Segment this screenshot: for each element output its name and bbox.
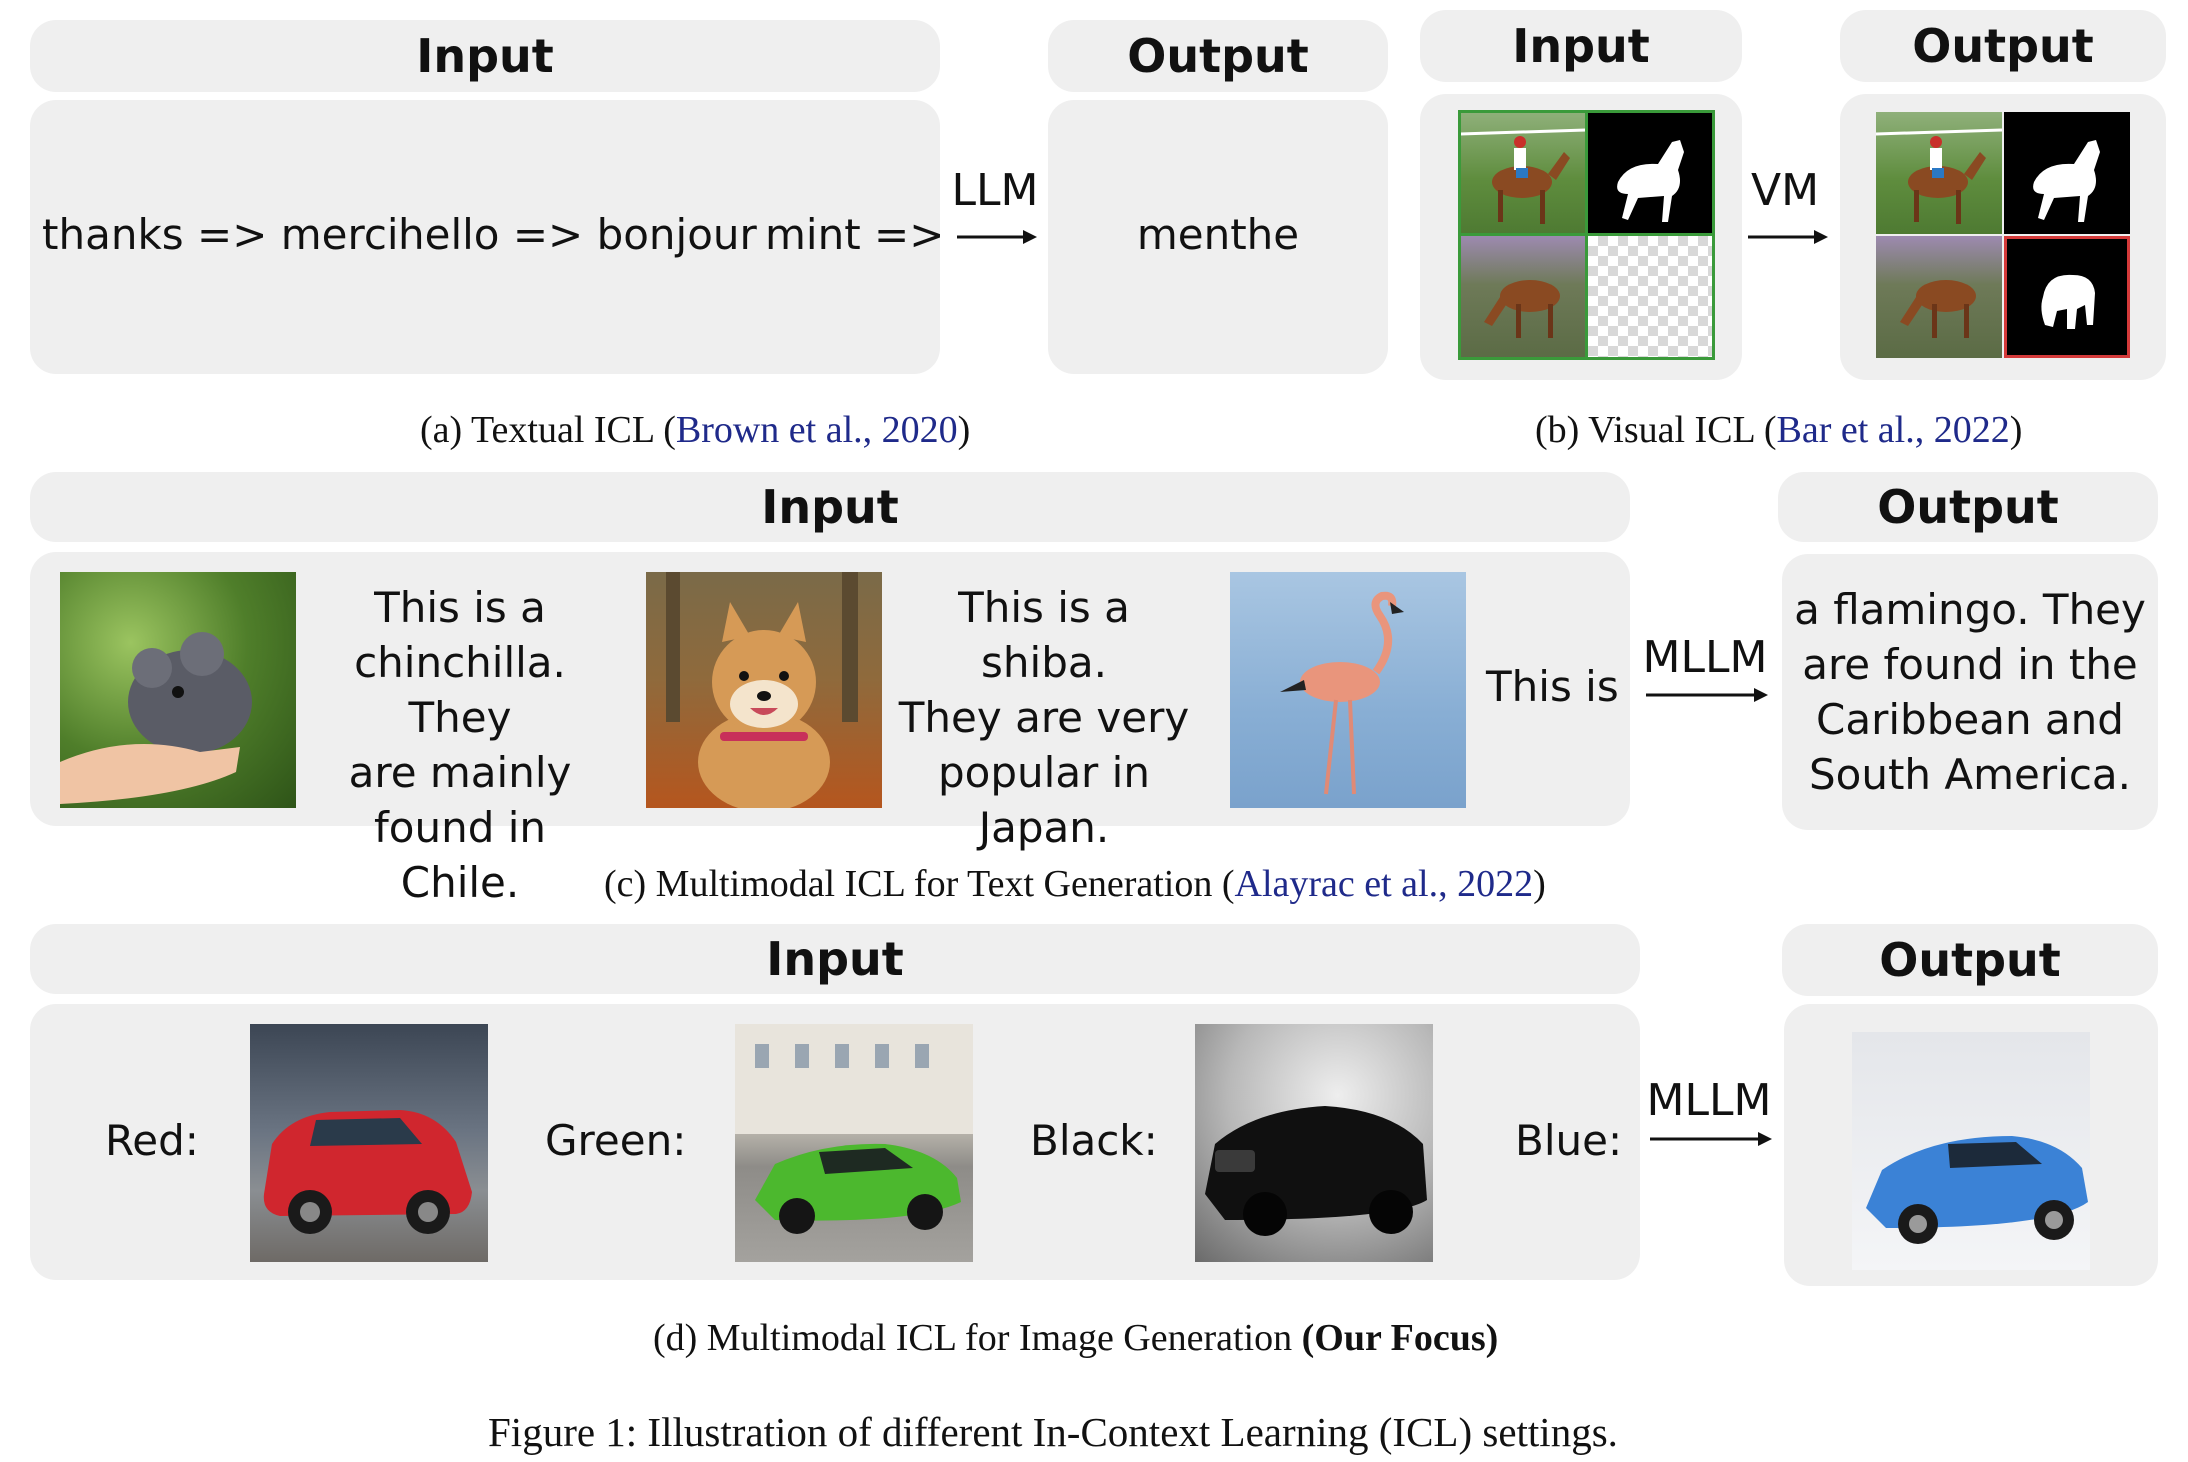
red-car-image bbox=[250, 1024, 488, 1262]
panel-a-input-box: thanks => merci hello => bonjour mint => bbox=[30, 100, 944, 374]
black-car-image bbox=[1195, 1024, 1433, 1262]
shiba-caption: This is a shiba. They are very popular i… bbox=[896, 580, 1192, 855]
panel-b-input-box bbox=[1420, 94, 1742, 380]
shiba-caption-line-2: They are very bbox=[898, 693, 1190, 742]
panel-b-caption: (b) Visual ICL (Bar et al., 2022) bbox=[1535, 408, 2022, 452]
shiba-caption-line-1: This is a shiba. bbox=[958, 583, 1130, 687]
panel-a-model-label: LLM bbox=[951, 165, 1039, 216]
horse-rider-image bbox=[1876, 112, 2002, 234]
flamingo-image bbox=[1230, 572, 1466, 808]
green-car-image bbox=[735, 1024, 973, 1262]
horse-mask-image bbox=[1588, 112, 1714, 234]
panel-d-caption: (d) Multimodal ICL for Image Generation … bbox=[653, 1316, 1498, 1360]
arrow-right-icon bbox=[1748, 230, 1828, 244]
panel-c-caption-prefix: (c) Multimodal ICL for Text Generation ( bbox=[604, 863, 1235, 905]
panel-b-caption-suffix: ) bbox=[2009, 409, 2023, 451]
label-red: Red: bbox=[105, 1116, 199, 1165]
panel-c-caption-suffix: ) bbox=[1533, 863, 1546, 905]
panel-a-output-header-label: Output bbox=[1127, 29, 1309, 83]
predicted-mask-image bbox=[2004, 236, 2130, 358]
panel-c-output-header-label: Output bbox=[1877, 480, 2059, 534]
panel-b-caption-cite[interactable]: Bar et al., 2022 bbox=[1776, 409, 2010, 451]
panel-d-caption-focus: (Our Focus) bbox=[1301, 1317, 1499, 1359]
panel-d-output-header-label: Output bbox=[1879, 933, 2061, 987]
arrow-right-icon bbox=[957, 230, 1037, 244]
panel-d-output-box bbox=[1784, 1004, 2158, 1286]
panel-d-input-header: Input bbox=[30, 924, 1640, 994]
panel-a-input-header: Input bbox=[30, 20, 940, 92]
panel-d-output-header: Output bbox=[1782, 924, 2158, 996]
panel-b-input-header-label: Input bbox=[1512, 19, 1650, 73]
panel-c-input-header-label: Input bbox=[761, 480, 899, 534]
panel-b-model-label: VM bbox=[1750, 165, 1820, 216]
panel-a-output-text: menthe bbox=[1136, 210, 1300, 259]
horse-mask-image bbox=[2004, 112, 2130, 234]
shiba-caption-line-4: Japan. bbox=[978, 803, 1110, 852]
arrow-right-icon bbox=[1646, 688, 1768, 702]
panel-a-output-header: Output bbox=[1048, 20, 1388, 92]
panel-a-caption-suffix: ) bbox=[957, 409, 971, 451]
chinchilla-caption-line-3: are mainly bbox=[348, 748, 572, 797]
shiba-caption-line-3: popular in bbox=[938, 748, 1150, 797]
prompt-divider-h bbox=[1458, 233, 1715, 236]
figure-caption: Figure 1: Illustration of different In-C… bbox=[488, 1409, 1618, 1455]
panel-c-model-label: MLLM bbox=[1642, 632, 1768, 683]
panel-c-input-box: This is a chinchilla. They are mainly fo… bbox=[30, 552, 1630, 907]
empty-query-cell bbox=[1588, 236, 1714, 358]
panel-d-caption-prefix: (d) Multimodal ICL for Image Generation bbox=[653, 1317, 1302, 1359]
panel-d-input-box: Red: Green: Black: bbox=[30, 1004, 1640, 1280]
panel-c-output-line-4: South America. bbox=[1808, 750, 2131, 799]
flamingo-query-text: This is bbox=[1486, 662, 1619, 711]
shiba-image bbox=[646, 572, 882, 808]
panel-b-output-header: Output bbox=[1840, 10, 2166, 82]
panel-c-output-box: a flamingo. They are found in the Caribb… bbox=[1782, 554, 2158, 830]
panel-c-output-header: Output bbox=[1778, 472, 2158, 542]
panel-a-caption: (a) Textual ICL (Brown et al., 2020) bbox=[420, 408, 970, 452]
blue-car-image bbox=[1852, 1032, 2090, 1270]
panel-b-caption-prefix: (b) Visual ICL ( bbox=[1535, 409, 1777, 451]
panel-a-pair-2: hello => bonjour bbox=[398, 210, 757, 259]
chinchilla-image bbox=[60, 572, 296, 808]
panel-b-output-box bbox=[1840, 94, 2166, 380]
panel-b-output-header-label: Output bbox=[1912, 19, 2094, 73]
panel-a-pair-1: thanks => merci bbox=[42, 210, 399, 259]
panel-a-caption-cite[interactable]: Brown et al., 2020 bbox=[675, 409, 958, 451]
label-blue: Blue: bbox=[1515, 1116, 1623, 1165]
label-black: Black: bbox=[1030, 1116, 1158, 1165]
chinchilla-caption-line-2: chinchilla. They bbox=[354, 638, 566, 742]
panel-c-output-text: a flamingo. They are found in the Caribb… bbox=[1782, 582, 2158, 802]
panel-a-output-box: menthe bbox=[1048, 100, 1388, 374]
label-green: Green: bbox=[545, 1116, 687, 1165]
grazing-horse-image bbox=[1460, 236, 1586, 358]
arrow-right-icon bbox=[1650, 1132, 1772, 1146]
chinchilla-caption: This is a chinchilla. They are mainly fo… bbox=[310, 580, 610, 910]
chinchilla-caption-line-1: This is a bbox=[374, 583, 546, 632]
horse-rider-image bbox=[1460, 112, 1586, 234]
panel-a-pair-3: mint => bbox=[765, 210, 945, 259]
grazing-horse-image bbox=[1876, 236, 2002, 358]
panel-a-caption-prefix: (a) Textual ICL ( bbox=[420, 409, 676, 451]
panel-c-caption-cite[interactable]: Alayrac et al., 2022 bbox=[1234, 863, 1534, 905]
panel-d-input-header-label: Input bbox=[766, 932, 904, 986]
panel-c-output-line-2: are found in the bbox=[1802, 640, 2138, 689]
chinchilla-caption-line-4: found in Chile. bbox=[373, 803, 547, 907]
panel-b-input-header: Input bbox=[1420, 10, 1742, 82]
panel-a-input-header-label: Input bbox=[416, 29, 554, 83]
panel-d-model-label: MLLM bbox=[1646, 1075, 1772, 1126]
panel-c-output-line-1: a flamingo. They bbox=[1794, 585, 2146, 634]
panel-c-input-header: Input bbox=[30, 472, 1630, 542]
panel-c-output-line-3: Caribbean and bbox=[1816, 695, 2124, 744]
panel-c-caption: (c) Multimodal ICL for Text Generation (… bbox=[604, 862, 1546, 906]
